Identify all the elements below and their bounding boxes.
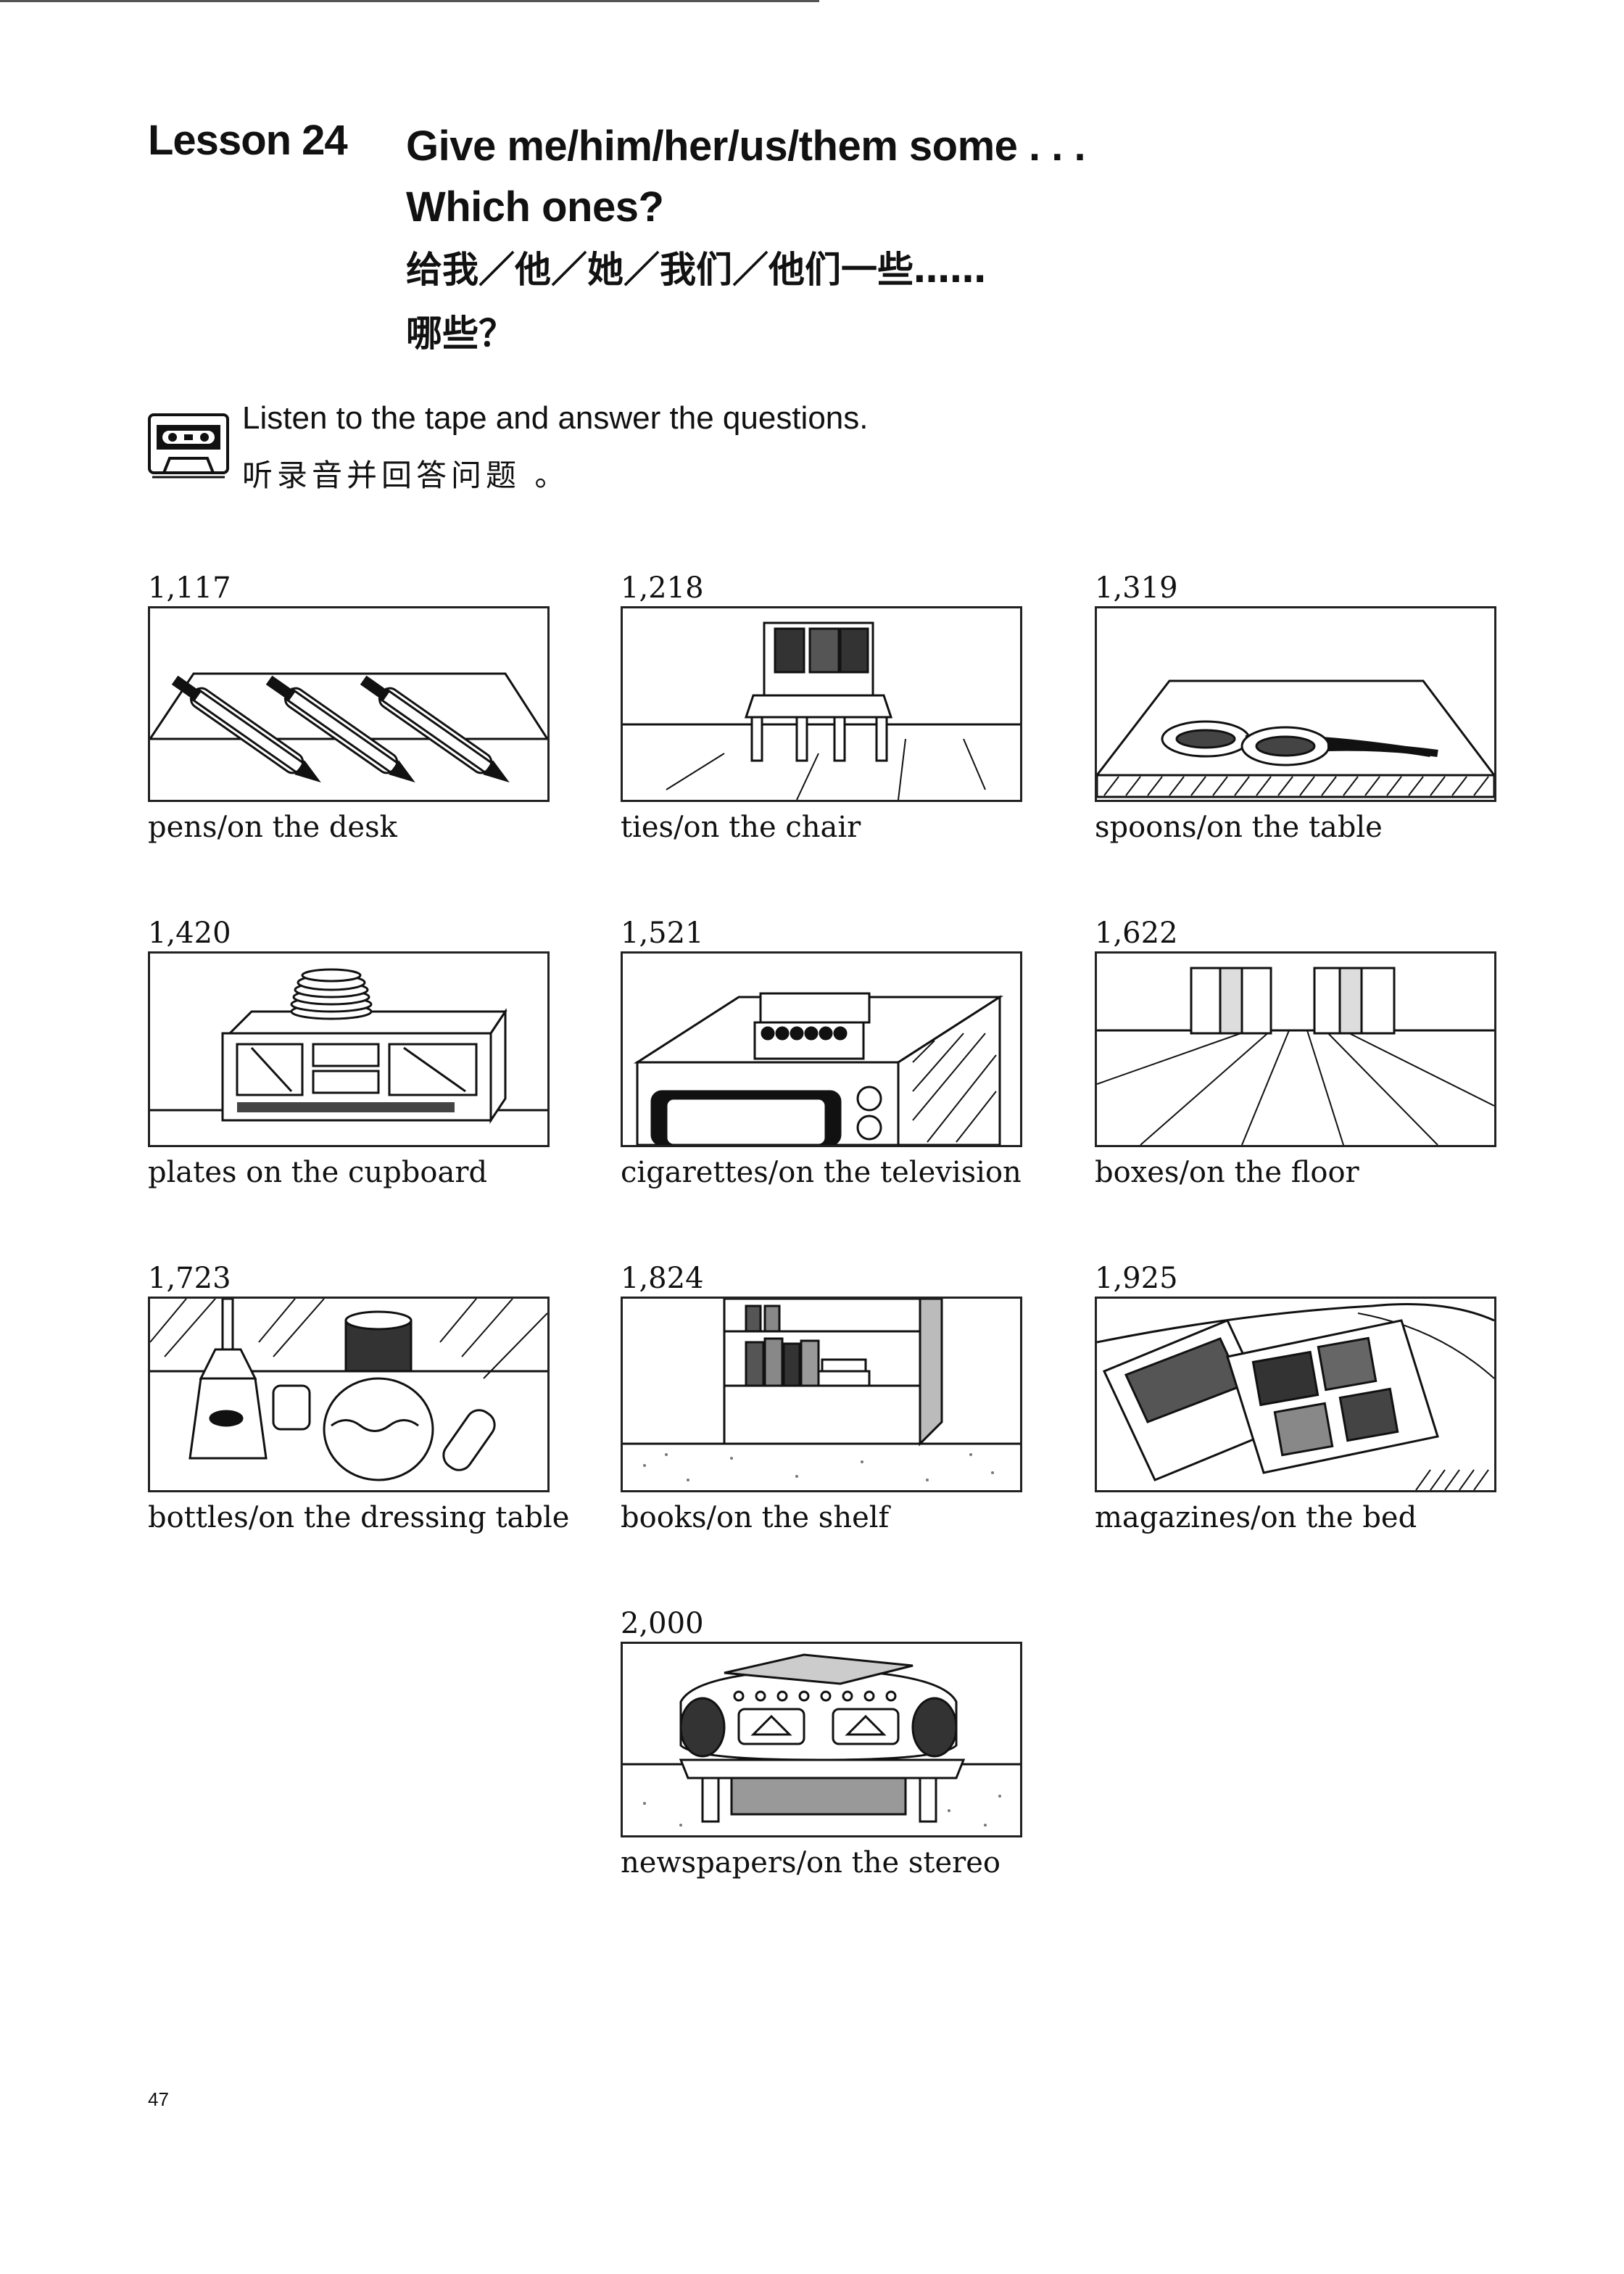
item-picture [1095,951,1496,1147]
title-zh-line1: 给我／他／她／我们／他们一些…… [406,249,986,291]
exercise-item: 2,000 [621,1605,1027,1880]
item-number: 1,723 [148,1262,231,1295]
spoons-on-table-illustration [1097,679,1494,798]
exercise-item: 1,319 [1095,570,1501,844]
ties-on-chair-illustration [623,621,1020,800]
item-picture [621,951,1022,1147]
exercise-item: 1,420 plates on the cupboard [148,915,554,1189]
exercise-item: 1,723 bottles/on the [148,1260,570,1534]
item-caption: boxes/on the floor [1095,1156,1359,1189]
item-picture [621,606,1022,802]
item-number: 1,925 [1095,1262,1178,1295]
item-caption: books/on the shelf [621,1501,890,1534]
instruction-text-en: Listen to the tape and answer the questi… [242,400,869,436]
instruction-text-zh: 听录音并回答问题 。 [242,458,570,493]
item-caption: newspapers/on the stereo [621,1846,1000,1880]
item-caption: spoons/on the table [1095,811,1383,844]
item-number: 1,622 [1095,917,1178,950]
item-picture [148,606,550,802]
exercise-item: 1,521 cigarettes/on the tele [621,915,1027,1189]
top-rule [0,0,819,2]
magazines-on-bed-illustration [1097,1303,1494,1490]
item-caption: cigarettes/on the television [621,1156,1022,1189]
item-picture [621,1642,1022,1837]
item-picture [621,1297,1022,1492]
item-number: 1,117 [148,571,231,605]
item-number: 1,319 [1095,571,1178,605]
title-en-line1: Give me/him/her/us/them some . . . [406,123,1086,170]
books-on-shelf-illustration [623,1299,1020,1481]
item-number: 2,000 [621,1607,704,1640]
item-number: 1,420 [148,917,231,950]
item-number: 1,521 [621,917,704,950]
item-caption: bottles/on the dressing table [148,1501,570,1534]
pens-on-desk-illustration [150,672,547,783]
cassette-tape-icon [148,413,229,479]
lesson-number: Lesson 24 [148,117,348,164]
exercise-item: 1,117 [148,570,554,844]
exercise-item: 1,925 magazines/on the bed [1095,1260,1501,1534]
page-number: 47 [148,2088,169,2110]
item-picture [1095,1297,1496,1492]
exercise-item: 1,218 ties/on the chair [621,570,1027,844]
title-zh-line2: 哪些？ [406,313,515,355]
boxes-on-floor-illustration [1097,967,1494,1145]
item-number: 1,218 [621,571,704,605]
item-picture [148,1297,550,1492]
cigarettes-on-television-illustration [633,992,1004,1145]
exercise-item: 1,824 books/ [621,1260,1027,1534]
item-caption: ties/on the chair [621,811,861,844]
bottles-on-dressing-table-illustration [150,1299,547,1481]
item-number: 1,824 [621,1262,704,1295]
item-picture [1095,606,1496,802]
title-en-line2: Which ones? [406,183,664,231]
exercise-item: 1,622 boxes/on the floor [1095,915,1501,1189]
lesson-title: Give me/him/her/us/them some . . . Which… [406,116,1086,365]
item-caption: magazines/on the bed [1095,1501,1417,1534]
plates-on-cupboard-illustration [150,968,547,1124]
item-picture [148,951,550,1147]
item-caption: plates on the cupboard [148,1156,488,1189]
item-caption: pens/on the desk [148,811,397,844]
newspapers-on-stereo-illustration [623,1653,1020,1827]
